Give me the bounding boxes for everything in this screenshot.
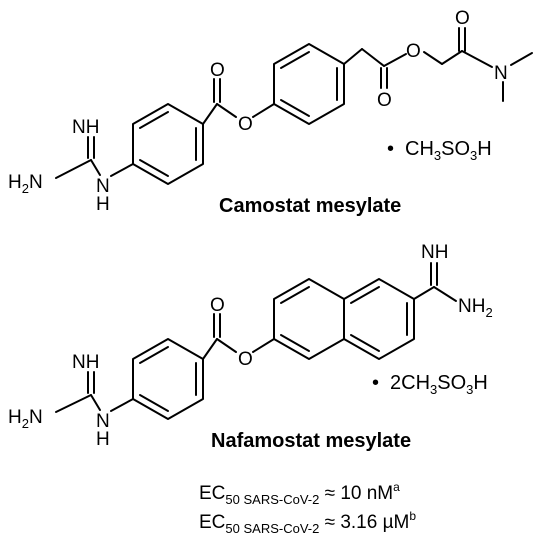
ec50-line-1: EC50 SARS-CoV-2 ≈ 10 nMa bbox=[199, 480, 400, 507]
nafamostat-h2n-label: H2N bbox=[8, 407, 43, 431]
camostat-h-label: H bbox=[96, 194, 110, 215]
camostat-name: Camostat mesylate bbox=[219, 195, 401, 217]
camostat-salt: •CH3SO3H bbox=[387, 138, 492, 163]
nafamostat-amidine-nh: NH bbox=[421, 242, 448, 263]
ec50-values: EC50 SARS-CoV-2 ≈ 10 nMa EC50 SARS-CoV-2… bbox=[199, 480, 416, 536]
camostat-acetate-ester-o: O bbox=[406, 41, 421, 62]
nafamostat-carbonyl-o: O bbox=[210, 295, 225, 316]
camostat-carbonyl-o: O bbox=[210, 60, 225, 81]
nafamostat-structure: NH H2N N H O O NH NH2 bbox=[8, 242, 493, 452]
camostat-structure: NH H2N N H O O O O bbox=[8, 8, 533, 217]
nafamostat-ester-o: O bbox=[238, 349, 253, 370]
nafamostat-amidine-nh2: NH2 bbox=[458, 296, 493, 320]
nafamostat-name: Nafamostat mesylate bbox=[211, 430, 411, 452]
camostat-n-label: N bbox=[96, 176, 110, 197]
nafamostat-nh-label: NH bbox=[72, 352, 99, 373]
camostat-amide-n: N bbox=[494, 63, 508, 84]
nafamostat-n-label: N bbox=[96, 411, 110, 432]
camostat-nh-label: NH bbox=[72, 117, 99, 138]
nafamostat-salt: •2CH3SO3H bbox=[372, 372, 488, 397]
camostat-h2n-label: H2N bbox=[8, 172, 43, 196]
nafamostat-h-label: H bbox=[96, 429, 110, 450]
camostat-acetate-carbonyl-o: O bbox=[377, 90, 392, 111]
camostat-ester-o: O bbox=[238, 114, 253, 135]
camostat-amide-o: O bbox=[455, 8, 470, 29]
ec50-line-2: EC50 SARS-CoV-2 ≈ 3.16 µMb bbox=[199, 509, 416, 536]
